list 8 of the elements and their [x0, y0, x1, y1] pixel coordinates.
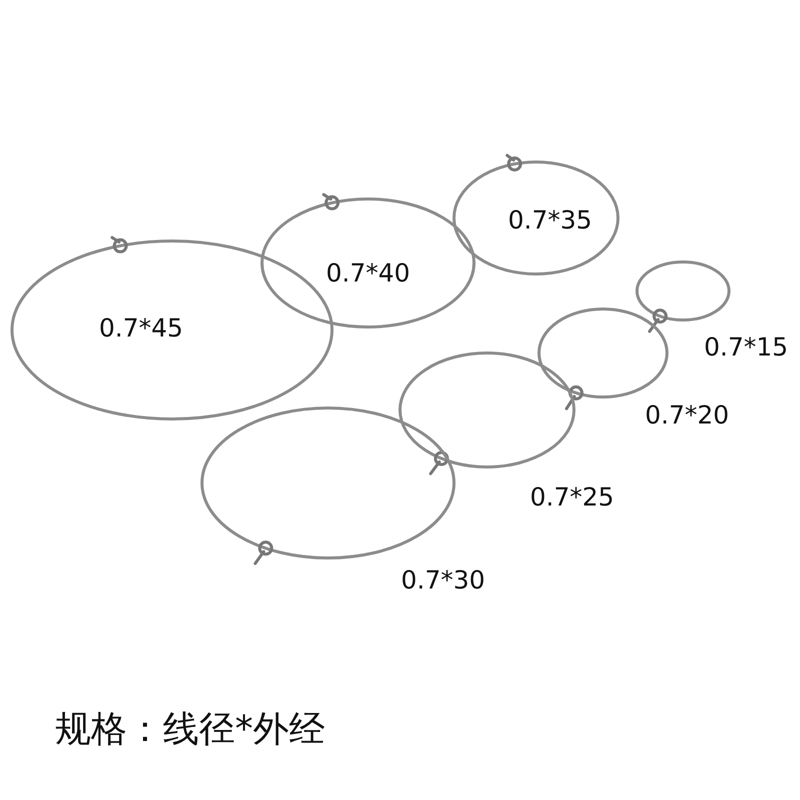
- size-label: 0.7*40: [326, 258, 410, 288]
- caption: 规格：线径*外经: [55, 708, 325, 752]
- size-label: 0.7*45: [98, 314, 184, 342]
- size-label: 0.7*20: [644, 400, 730, 430]
- size-label: 0.7*25: [530, 482, 614, 512]
- size-label: 0.7*35: [508, 206, 592, 234]
- size-label: 0.7*30: [400, 566, 486, 594]
- size-label: 0.7*15: [704, 332, 788, 362]
